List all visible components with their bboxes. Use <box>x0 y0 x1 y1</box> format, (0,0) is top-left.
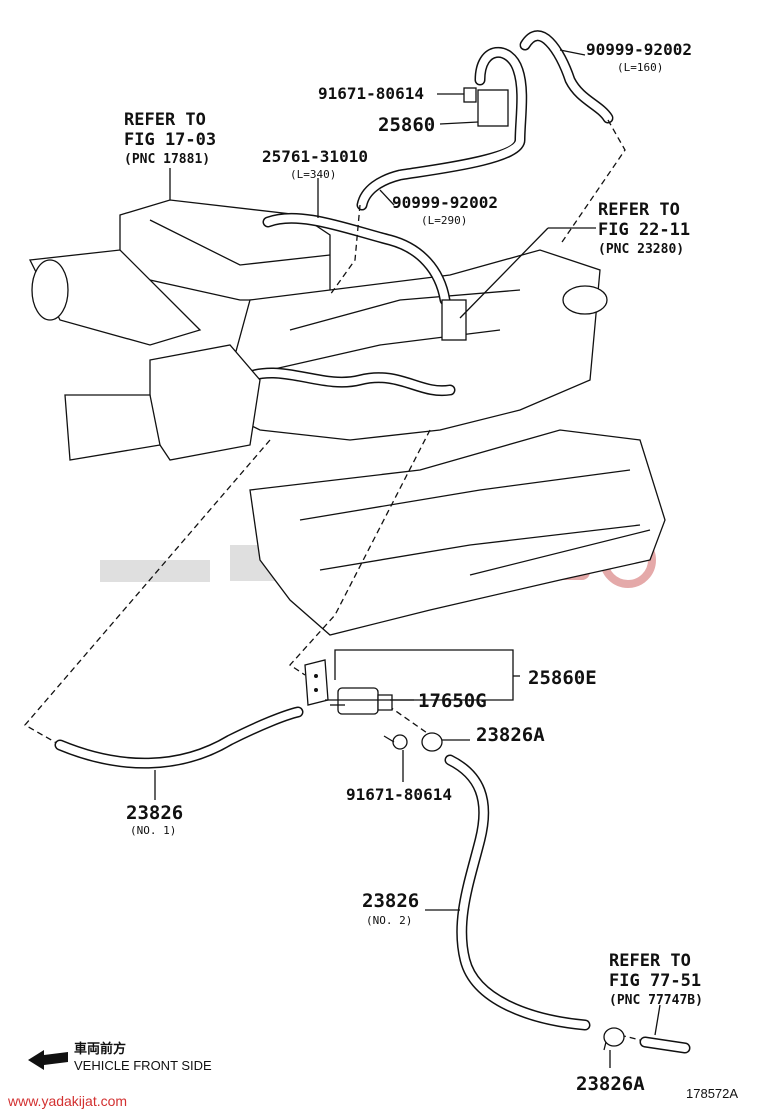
label-23826a-bottom: 23826A <box>576 1073 645 1095</box>
ref3-line2: FIG 77-51 <box>609 971 701 991</box>
label-25761-len: (L=340) <box>290 168 336 181</box>
label-90999-top: 90999-92002 <box>586 40 692 59</box>
ref3-line3: (PNC 77747B) <box>609 993 703 1008</box>
watermark-url: www.yadakijat.com <box>7 1093 127 1109</box>
label-23826-no2: 23826 <box>362 890 419 912</box>
ref2-line1: REFER TO <box>598 200 680 220</box>
dash-top-hose <box>329 204 361 296</box>
vsv-bracket-top <box>441 87 509 341</box>
ref3-line1: REFER TO <box>609 951 691 971</box>
label-25860e: 25860E <box>528 667 597 689</box>
front-label-en: VEHICLE FRONT SIDE <box>74 1058 212 1073</box>
label-90999-mid: 90999-92002 <box>392 193 498 212</box>
label-25860: 25860 <box>378 114 435 136</box>
hose-refer-77-51 <box>639 1036 691 1054</box>
front-arrow-icon <box>28 1050 68 1070</box>
ref1-line1: REFER TO <box>124 110 206 130</box>
leader-lines <box>154 49 661 1068</box>
front-label-jp: 車両前方 <box>74 1041 126 1056</box>
label-90999-mid-len: (L=290) <box>421 214 467 227</box>
bolt-91671-bottom <box>383 734 408 750</box>
label-17650g: 17650G <box>418 690 487 712</box>
hose-25761 <box>262 212 451 306</box>
clamp-23826a-top <box>421 732 443 752</box>
dash-refer-22-11 <box>559 119 626 246</box>
label-23826-no1-sub: (NO. 1) <box>130 824 176 837</box>
hose-23826-no1 <box>54 706 304 769</box>
hose-90999-top <box>356 30 614 211</box>
label-91671-top: 91671-80614 <box>318 84 424 103</box>
label-23826-no2-sub: (NO. 2) <box>366 914 412 927</box>
ref2-line3: (PNC 23280) <box>598 242 684 257</box>
label-90999-top-len: (L=160) <box>617 61 663 74</box>
ref1-line3: (PNC 17881) <box>124 152 210 167</box>
ref1-line2: FIG 17-03 <box>124 130 216 150</box>
label-23826-no1: 23826 <box>126 802 183 824</box>
hose-23826-no2 <box>444 754 591 1031</box>
dash-left-to-hose <box>23 439 271 746</box>
ref2-line2: FIG 22-11 <box>598 220 690 240</box>
label-23826a-top: 23826A <box>476 724 545 746</box>
label-25761: 25761-31010 <box>262 147 368 166</box>
dash-bracket <box>289 429 431 676</box>
vsv-assembly-25860e <box>304 659 393 715</box>
clamp-23826a-bottom <box>603 1027 625 1051</box>
diagram-id: 178572A <box>686 1086 738 1101</box>
label-91671-bottom: 91671-80614 <box>346 785 452 804</box>
